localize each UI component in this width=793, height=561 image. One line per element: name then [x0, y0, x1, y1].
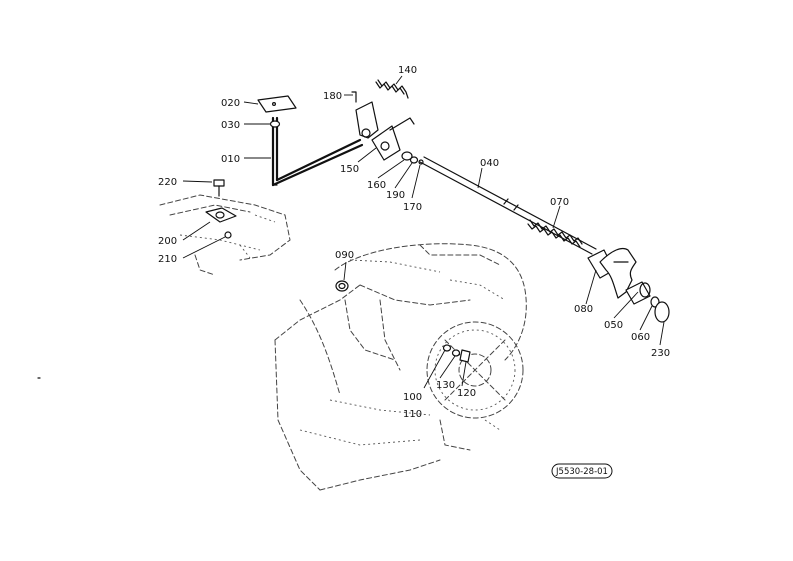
label-210: 210: [158, 254, 177, 265]
label-080: 080: [574, 304, 593, 315]
bolt-and-washer: [442, 344, 471, 363]
label-040: 040: [480, 158, 499, 169]
label-110: 110: [403, 409, 422, 420]
lever-arm: [355, 101, 415, 161]
shaft-spring: [527, 219, 583, 248]
shift-lever-rod: [271, 116, 364, 187]
washers: [401, 151, 424, 165]
pin: [351, 91, 357, 103]
shift-fork: [587, 247, 637, 299]
label-220: 220: [158, 177, 177, 188]
label-030: 030: [221, 120, 240, 131]
label-150: 150: [340, 164, 359, 175]
label-190: 190: [386, 190, 405, 201]
transmission-housing-outline: [274, 243, 527, 491]
label-120: 120: [457, 388, 476, 399]
label-140: 140: [398, 65, 417, 76]
label-050: 050: [604, 320, 623, 331]
label-180: 180: [323, 91, 342, 102]
label-160: 160: [367, 180, 386, 191]
knob-assembly: [205, 179, 237, 239]
label-090: 090: [335, 250, 354, 261]
plug: [335, 280, 349, 292]
label-130: 130: [436, 380, 455, 391]
label-060: 060: [631, 332, 650, 343]
diagram-code: J5530-28-01: [555, 467, 608, 477]
shift-shaft: [419, 156, 597, 255]
leader-lines: [182, 75, 665, 389]
label-070: 070: [550, 197, 569, 208]
label-020: 020: [221, 98, 240, 109]
label-230: 230: [651, 348, 670, 359]
diagram-code-badge: J5530-28-01: [551, 463, 613, 479]
part-labels: 020 030 010 220 200 210 180 140 150 160 …: [158, 65, 670, 420]
label-200: 200: [158, 236, 177, 247]
pedal-plate: [257, 95, 297, 113]
label-100: 100: [403, 392, 422, 403]
cap: [654, 301, 670, 323]
label-170: 170: [403, 202, 422, 213]
label-010: 010: [221, 154, 240, 165]
nut: [269, 120, 281, 128]
return-spring: [375, 79, 409, 99]
